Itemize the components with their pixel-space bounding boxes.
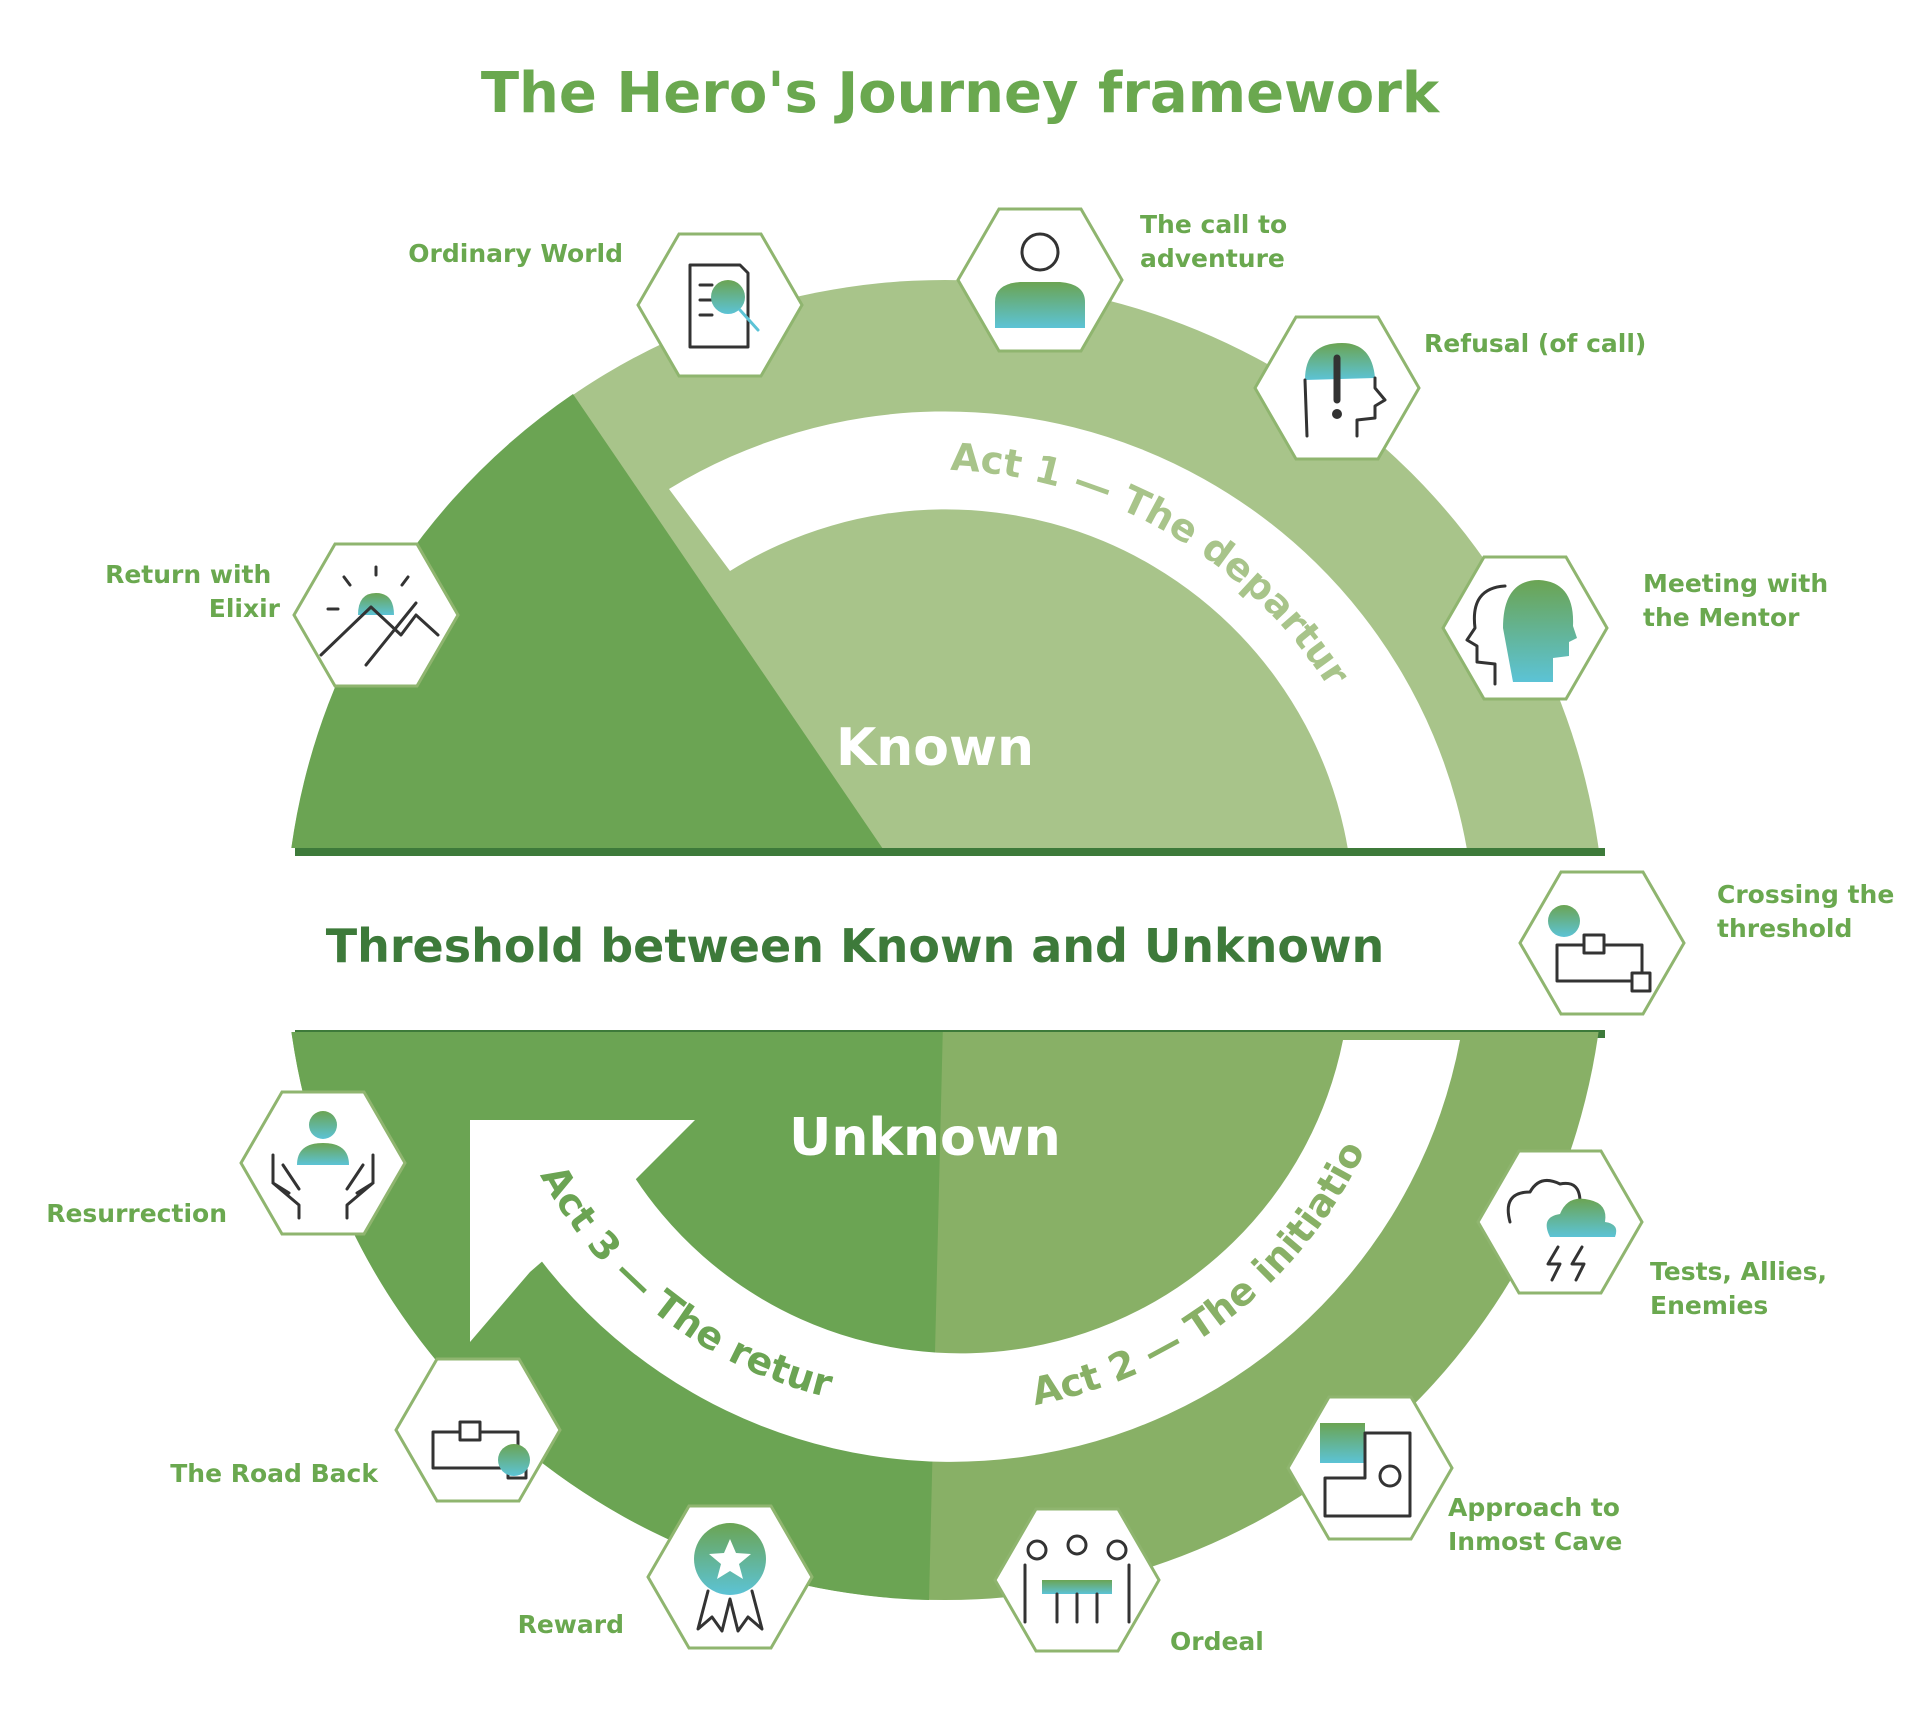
label-elixir-l2: Elixir <box>209 594 281 623</box>
ordinary-world-node <box>636 232 804 378</box>
unknown-label: Unknown <box>789 1108 1061 1168</box>
reward-node <box>646 1504 814 1650</box>
act1-band <box>669 411 1467 848</box>
label-refusal-l1: Refusal (of call) <box>1424 329 1646 358</box>
storm-clouds-icon <box>1506 1178 1617 1282</box>
label-return-elixir: Return with Elixir <box>105 560 281 623</box>
return-sector <box>291 394 883 848</box>
label-approach: Approach to Inmost Cave <box>1448 1493 1629 1556</box>
label-elixir-l1: Return with <box>105 560 271 589</box>
flowchart-icon <box>1548 905 1652 993</box>
head-exclamation-icon <box>1303 343 1387 438</box>
label-tests: Tests, Allies, Enemies <box>1650 1257 1836 1320</box>
label-crossing-l1: Crossing the <box>1717 880 1894 909</box>
label-ordeal: Ordeal <box>1170 1627 1264 1656</box>
resurrection-node <box>239 1090 407 1236</box>
threshold-line-top <box>295 848 1605 856</box>
refusal-node <box>1253 315 1421 461</box>
document-search-icon <box>688 263 760 349</box>
road-back-node <box>394 1357 562 1503</box>
label-reward-l1: Reward <box>518 1610 624 1639</box>
label-call-to-adventure: The call to adventure <box>1140 210 1296 273</box>
unknown-half <box>291 1032 1599 1600</box>
return-arrow-head <box>470 1120 695 1342</box>
flowchart-return-icon <box>431 1420 530 1480</box>
label-tests-l1: Tests, Allies, <box>1650 1257 1827 1286</box>
award-ribbon-icon <box>694 1523 766 1633</box>
two-heads-icon <box>1465 580 1577 686</box>
hands-person-icon <box>271 1111 375 1220</box>
label-mentor: Meeting with the Mentor <box>1643 569 1837 632</box>
label-ordeal-l1: Ordeal <box>1170 1627 1264 1656</box>
crossing-node <box>1518 870 1686 1016</box>
label-approach-l2: Inmost Cave <box>1448 1527 1622 1556</box>
label-crossing: Crossing the threshold <box>1717 880 1903 943</box>
label-road-back: The Road Back <box>170 1459 379 1488</box>
label-call-l1: The call to <box>1140 210 1287 239</box>
meeting-table-icon <box>1023 1534 1131 1624</box>
call-to-adventure-node <box>956 207 1124 353</box>
mountain-sun-icon <box>319 565 440 667</box>
known-half <box>291 280 1599 848</box>
approach-node <box>1286 1395 1454 1541</box>
label-tests-l2: Enemies <box>1650 1291 1768 1320</box>
threshold-label: Threshold between Known and Unknown <box>326 919 1385 973</box>
label-approach-l1: Approach to <box>1448 1493 1620 1522</box>
label-reward: Reward <box>518 1610 624 1639</box>
label-resurrection: Resurrection <box>46 1199 227 1228</box>
label-crossing-l2: threshold <box>1717 914 1852 943</box>
label-mentor-l1: Meeting with <box>1643 569 1828 598</box>
stage-labels: Ordinary World The call to adventure Ref… <box>46 210 1903 1656</box>
mentor-node <box>1441 555 1609 701</box>
label-refusal: Refusal (of call) <box>1424 329 1646 358</box>
puzzle-icon <box>1320 1423 1412 1518</box>
known-label: Known <box>836 718 1034 778</box>
label-ordinary-world-l1: Ordinary World <box>408 239 623 268</box>
stage-nodes <box>239 207 1686 1653</box>
act-band-lower <box>526 1040 1460 1462</box>
ordeal-node <box>993 1507 1161 1653</box>
diagram-title: The Hero's Journey framework <box>481 61 1441 126</box>
label-call-l2: adventure <box>1140 244 1285 273</box>
return-elixir-node <box>292 542 460 688</box>
tests-node <box>1476 1149 1644 1295</box>
person-icon <box>995 232 1085 328</box>
label-mentor-l2: the Mentor <box>1643 603 1800 632</box>
label-resurrection-l1: Resurrection <box>46 1199 227 1228</box>
label-road-back-l1: The Road Back <box>170 1459 379 1488</box>
label-ordinary-world: Ordinary World <box>408 239 623 268</box>
